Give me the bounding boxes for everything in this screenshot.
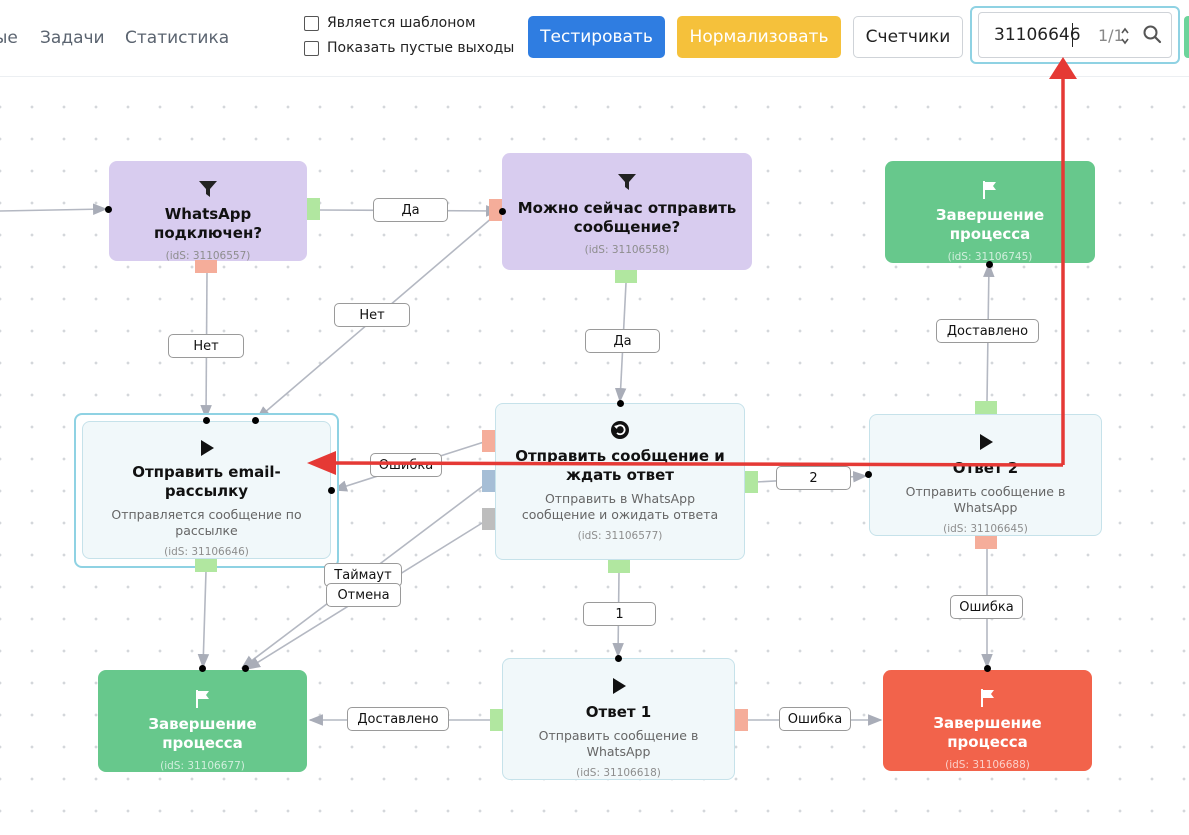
output-port-yes[interactable] xyxy=(615,270,637,283)
output-port-answer-1[interactable] xyxy=(608,560,630,573)
is-template-label: Является шаблоном xyxy=(327,15,476,31)
output-port-error[interactable] xyxy=(975,536,997,549)
output-port-error[interactable] xyxy=(735,709,748,731)
output-port-answer-2[interactable] xyxy=(745,471,758,493)
node-title: WhatsApp подключен? xyxy=(153,205,263,242)
output-port[interactable] xyxy=(195,559,217,572)
search-value: 31106646 xyxy=(994,25,1081,45)
edge-label-error[interactable]: Ошибка xyxy=(370,453,442,477)
node-ids: (idS: 31106646) xyxy=(164,546,249,558)
filter-icon xyxy=(618,174,636,190)
node-description: Отправить сообщение в WhatsApp xyxy=(538,728,699,759)
show-empty-outputs-label: Показать пустые выходы xyxy=(327,40,515,56)
output-port-no[interactable] xyxy=(195,260,217,273)
node-title: Ответ 1 xyxy=(585,703,652,721)
play-icon xyxy=(612,678,626,694)
edge-label-no[interactable]: Нет xyxy=(168,334,244,358)
nav-item-statistics[interactable]: Статистика xyxy=(125,28,230,48)
output-port-timeout[interactable] xyxy=(482,470,495,492)
connection-point xyxy=(615,655,622,662)
node-ids: (idS: 31106618) xyxy=(576,767,661,779)
node-title: Ответ 2 xyxy=(952,459,1019,477)
search-box: 31106646 1/1 xyxy=(970,6,1180,64)
node-answer-1[interactable]: Ответ 1 Отправить сообщение в WhatsApp (… xyxy=(502,658,735,780)
connection-point xyxy=(617,400,624,407)
output-port-error[interactable] xyxy=(482,430,495,452)
refresh-icon xyxy=(611,421,629,439)
output-port-delivered[interactable] xyxy=(975,401,997,414)
node-title: Отправить email-рассылку xyxy=(132,463,281,500)
node-ids: (idS: 31106745) xyxy=(947,251,1033,263)
nav-item-tasks[interactable]: Задачи xyxy=(40,28,105,48)
node-title: Завершение процесса xyxy=(148,715,257,752)
connection-point xyxy=(328,487,335,494)
node-ids: (idS: 31106558) xyxy=(584,244,670,256)
connection-point xyxy=(105,206,112,213)
filter-icon xyxy=(199,181,217,197)
flag-icon xyxy=(980,689,994,707)
counters-button[interactable]: Счетчики xyxy=(853,16,963,58)
edge-label-error[interactable]: Ошибка xyxy=(950,595,1023,619)
node-send-email[interactable]: Отправить email-рассылку Отправляется со… xyxy=(82,421,331,559)
node-description: Отправляется сообщение по рассылке xyxy=(111,507,302,538)
play-icon xyxy=(979,434,993,450)
node-ids: (idS: 31106557) xyxy=(165,250,251,262)
test-button[interactable]: Тестировать xyxy=(528,16,665,58)
nav-item-partial[interactable]: ые xyxy=(0,28,18,48)
edge-label-error[interactable]: Ошибка xyxy=(779,707,851,731)
connection-point xyxy=(986,261,993,268)
checkbox-box[interactable] xyxy=(304,15,319,31)
side-green-button[interactable] xyxy=(1184,16,1189,58)
is-template-checkbox[interactable]: Является шаблоном xyxy=(304,15,476,31)
output-port-yes[interactable] xyxy=(307,198,320,220)
node-ids: (idS: 31106688) xyxy=(945,759,1030,771)
search-icon[interactable] xyxy=(1142,24,1162,44)
node-description: Отправить сообщение в WhatsApp xyxy=(905,484,1066,515)
connection-point xyxy=(499,208,506,215)
node-description: Отправить в WhatsApp сообщение и ожидать… xyxy=(521,491,719,522)
connection-point xyxy=(865,471,872,478)
checkbox-box[interactable] xyxy=(304,40,319,56)
node-ids: (idS: 31106645) xyxy=(943,523,1028,535)
connection-point xyxy=(252,417,259,424)
edge-label-2[interactable]: 2 xyxy=(776,466,851,490)
flag-icon xyxy=(195,689,209,708)
node-title: Отправить сообщение и ждать ответ xyxy=(515,447,725,484)
edge-label-yes[interactable]: Да xyxy=(373,198,448,222)
node-title: Завершение процесса xyxy=(935,206,1045,243)
output-port-cancel[interactable] xyxy=(482,508,495,530)
edge-label-cancel[interactable]: Отмена xyxy=(326,583,401,607)
normalize-button[interactable]: Нормализовать xyxy=(677,16,841,58)
output-port-delivered[interactable] xyxy=(490,709,503,731)
text-cursor xyxy=(1072,23,1073,47)
node-title: Завершение процесса xyxy=(933,714,1042,751)
connection-point xyxy=(199,665,206,672)
connection-point xyxy=(242,665,249,672)
flag-icon xyxy=(983,180,996,199)
top-bar: ые Задачи Статистика Является шаблоном П… xyxy=(0,0,1189,77)
edge-label-yes[interactable]: Да xyxy=(585,329,660,353)
node-can-send-now[interactable]: Можно сейчас отправить сообщение? (idS: … xyxy=(502,153,752,270)
edge-label-delivered[interactable]: Доставлено xyxy=(936,319,1039,343)
search-input[interactable]: 31106646 1/1 xyxy=(978,12,1172,58)
node-answer-2[interactable]: Ответ 2 Отправить сообщение в WhatsApp (… xyxy=(869,414,1102,536)
edge-label-1[interactable]: 1 xyxy=(583,602,656,626)
node-send-and-wait[interactable]: Отправить сообщение и ждать ответ Отправ… xyxy=(495,403,745,560)
edge-label-no[interactable]: Нет xyxy=(334,303,410,327)
show-empty-outputs-checkbox[interactable]: Показать пустые выходы xyxy=(304,40,514,56)
node-finish-top[interactable]: Завершение процесса (idS: 31106745) xyxy=(885,161,1095,263)
play-icon xyxy=(200,439,214,456)
edge-label-delivered[interactable]: Доставлено xyxy=(347,707,449,731)
node-ids: (idS: 31106577) xyxy=(577,530,663,542)
node-finish-error[interactable]: Завершение процесса (idS: 31106688) xyxy=(883,670,1092,771)
search-result-count: 1/1 xyxy=(1098,26,1124,45)
node-title: Можно сейчас отправить сообщение? xyxy=(517,199,737,236)
connection-point xyxy=(203,417,210,424)
stepper-icon[interactable] xyxy=(1120,26,1130,46)
connection-point xyxy=(984,665,991,672)
node-ids: (idS: 31106677) xyxy=(160,760,245,772)
node-whatsapp-connected[interactable]: WhatsApp подключен? (idS: 31106557) xyxy=(109,161,307,262)
node-finish-left[interactable]: Завершение процесса (idS: 31106677) xyxy=(98,670,307,772)
